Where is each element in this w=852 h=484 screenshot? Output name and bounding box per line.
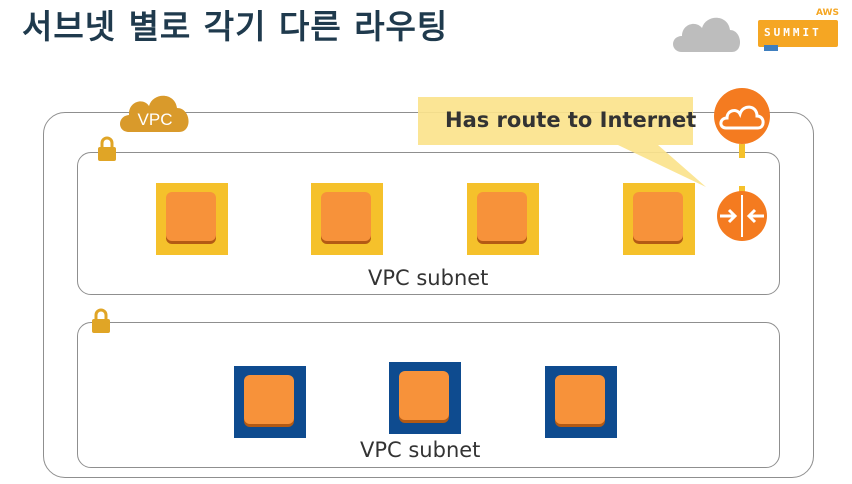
chip-icon: [399, 371, 449, 420]
router-icon: [717, 186, 767, 241]
callout-text: Has route to Internet: [445, 108, 697, 132]
instance-icon: [389, 362, 461, 434]
internet-gateway-icon: [714, 88, 770, 158]
lock-icon: [92, 308, 110, 333]
vpc-cloud-icon: VPC: [120, 95, 189, 132]
chip-icon: [555, 375, 605, 424]
instance-icon: [311, 183, 383, 255]
cloud-icon: [673, 17, 741, 52]
summit-logo-text: SUMMIT: [764, 26, 822, 39]
vpc-badge-label: VPC: [138, 110, 173, 129]
chip-icon: [166, 192, 216, 241]
subnet-label: VPC subnet: [360, 438, 481, 462]
instance-icon: [156, 183, 228, 255]
callout-bubble: [418, 97, 706, 187]
aws-logo-text: AWS: [816, 8, 839, 18]
summit-logo-bar: [764, 45, 778, 51]
chip-icon: [321, 192, 371, 241]
private-subnet: [77, 322, 780, 468]
instance-icon: [623, 183, 695, 255]
instance-icon: [234, 366, 306, 438]
chip-icon: [633, 192, 683, 241]
slide-title: 서브넷 별로 각기 다른 라우팅: [22, 7, 449, 46]
chip-icon: [244, 375, 294, 424]
instance-icon: [467, 183, 539, 255]
summit-logo: SUMMIT: [758, 20, 838, 47]
lock-icon: [98, 136, 116, 161]
chip-icon: [477, 192, 527, 241]
instance-icon: [545, 366, 617, 438]
subnet-label: VPC subnet: [368, 266, 489, 290]
